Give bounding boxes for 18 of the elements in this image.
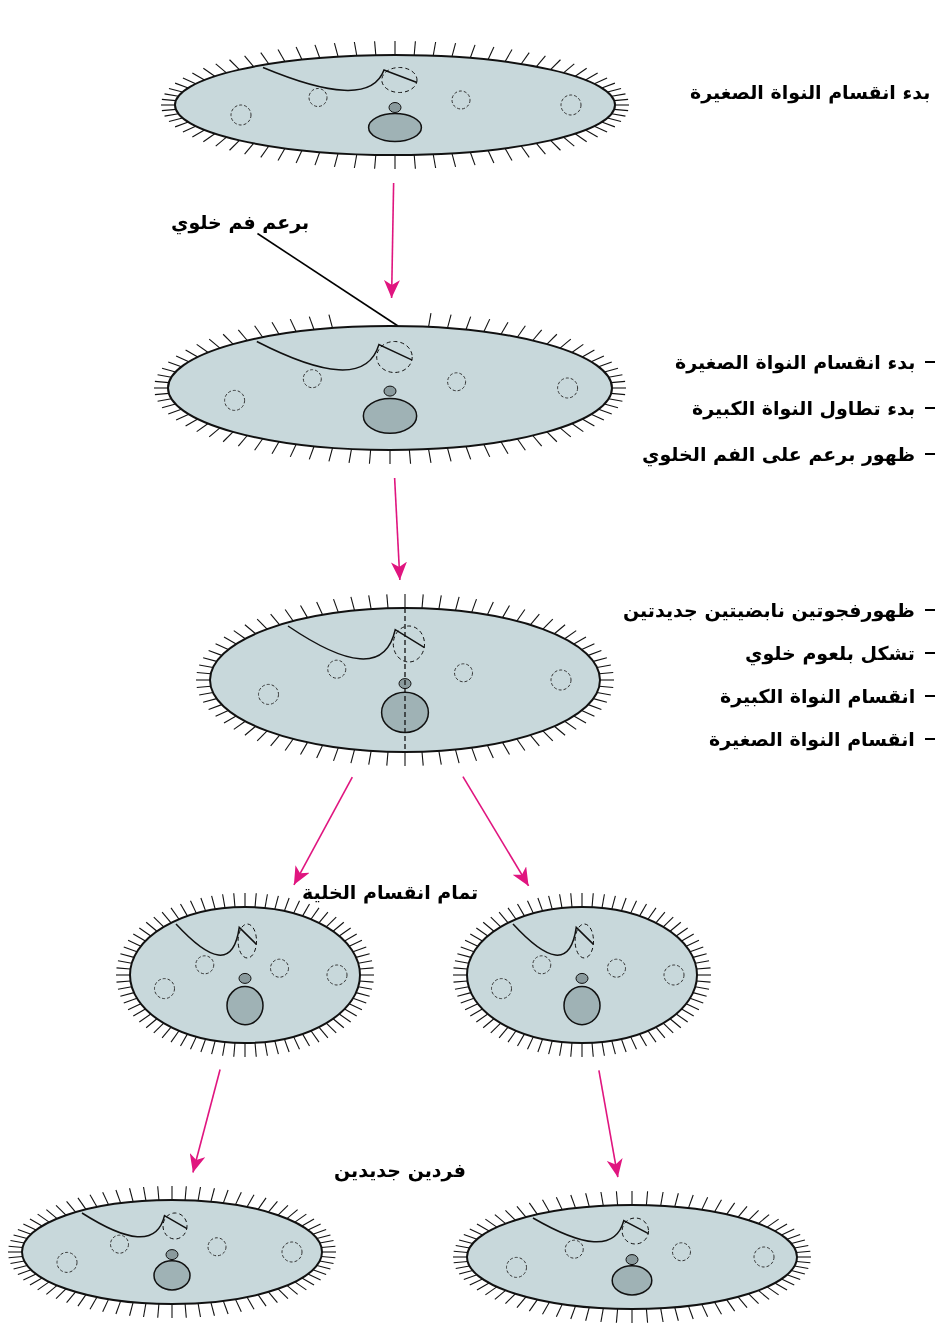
- leader-line: [256, 232, 399, 327]
- leader-text: برعم فم خلوي: [171, 210, 310, 234]
- arrow: [390, 477, 407, 581]
- caption-text: تشكل بلعوم خلوي: [745, 641, 915, 665]
- caption-text: بدء انقسام النواة الصغيرة: [690, 80, 931, 104]
- caption-text: ظهور برعم على الفم الخلوي: [642, 442, 916, 466]
- caption-text: بدء تطاول النواة الكبيرة: [692, 396, 916, 420]
- caption-text: انقسام النواة الكبيرة: [720, 684, 916, 708]
- caption-text: بدء انقسام النواة الصغيرة: [675, 350, 916, 374]
- caption-text: ظهورفجوتين نابضيتين جديدتين: [623, 598, 915, 622]
- arrow: [462, 775, 530, 887]
- caption-text: تمام انقسام الخلية: [302, 880, 479, 904]
- caption-text: انقسام النواة الصغيرة: [709, 727, 915, 751]
- caption-text: فردين جديدين: [334, 1158, 466, 1182]
- arrow: [598, 1069, 623, 1178]
- arrow: [383, 182, 400, 299]
- arrow: [189, 1068, 221, 1174]
- arrow: [293, 776, 354, 886]
